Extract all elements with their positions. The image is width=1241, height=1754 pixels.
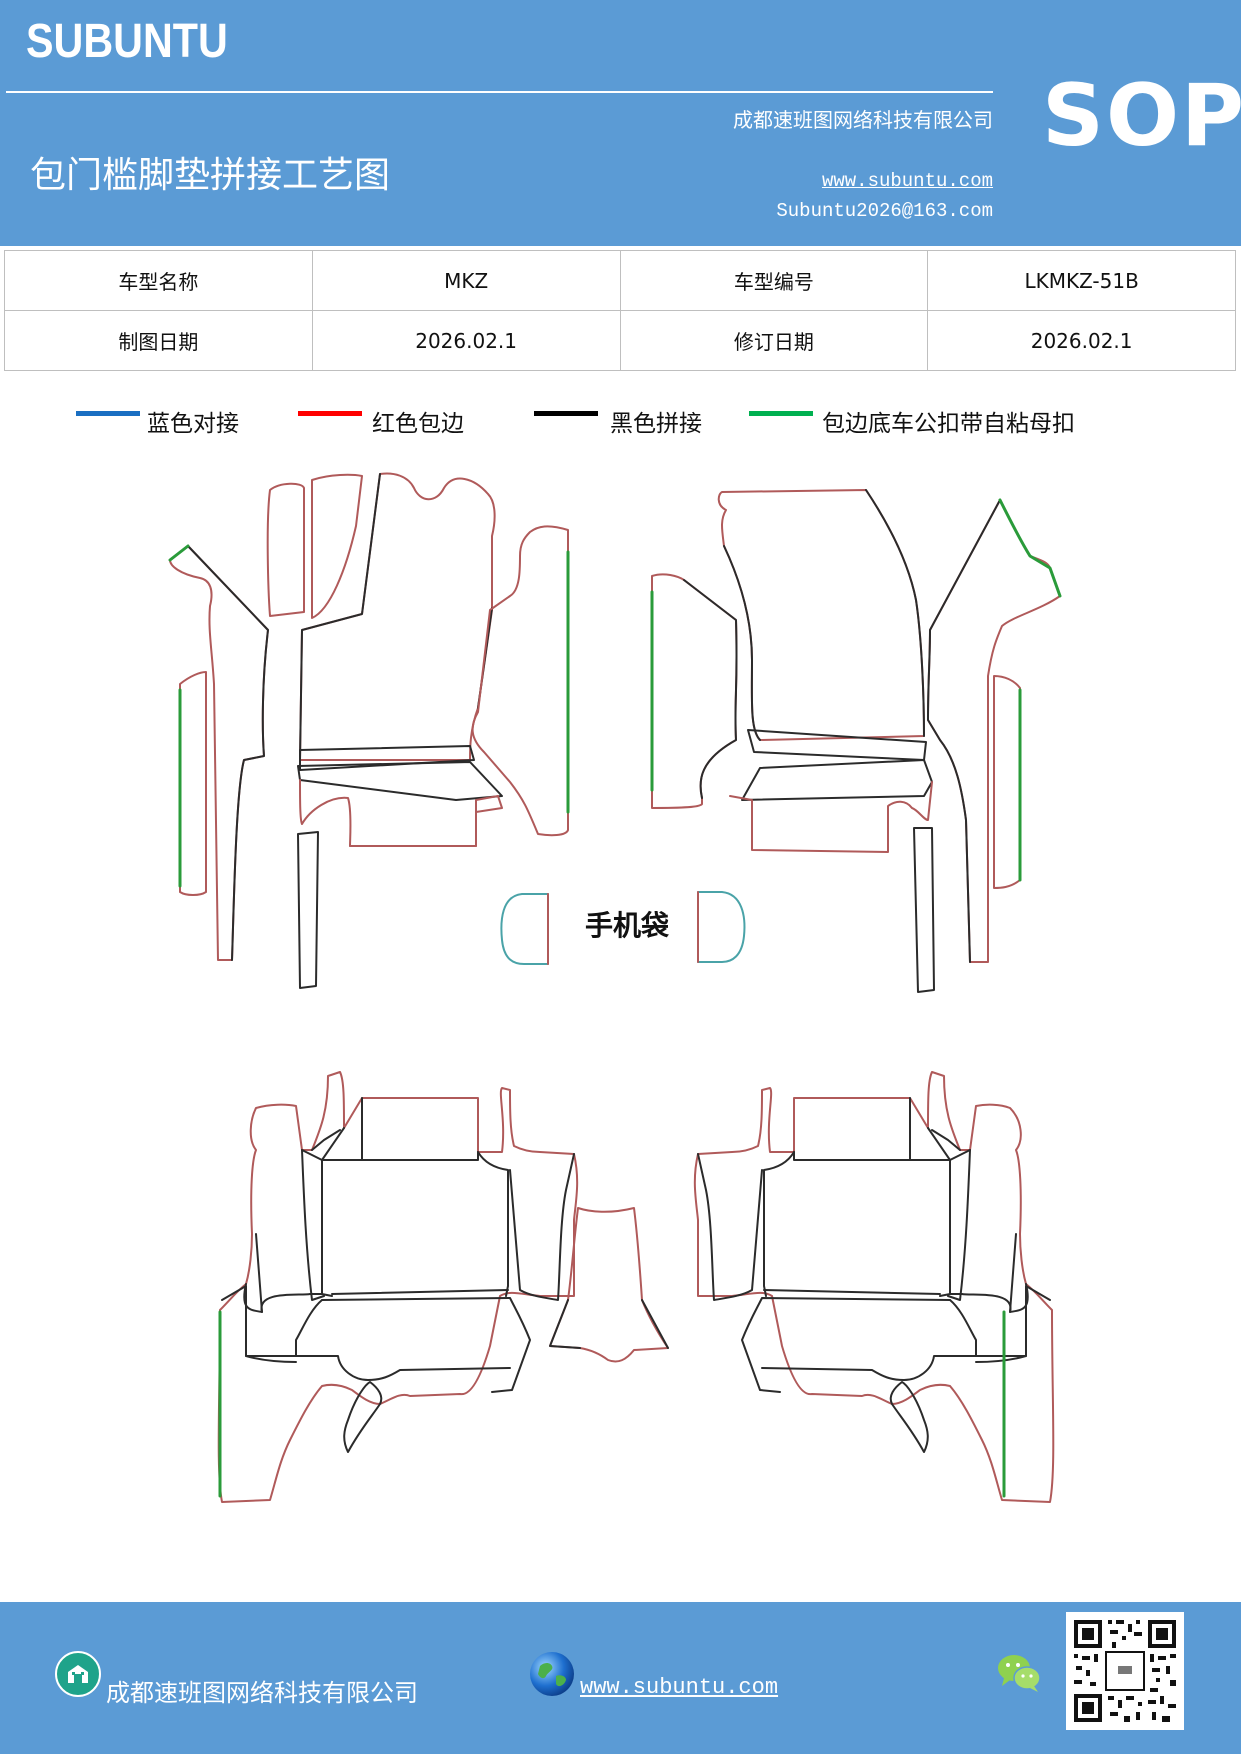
building-icon — [55, 1651, 101, 1697]
wechat-icon — [998, 1655, 1041, 1692]
legend-swatch-black — [534, 411, 598, 416]
rear-right-mat — [693, 1071, 1055, 1503]
model-code-label: 车型编号 — [619, 250, 929, 311]
header-website-link[interactable]: www.subuntu.com — [821, 170, 993, 192]
info-table: 车型名称 MKZ 车型编号 LKMKZ-51B 制图日期 2026.02.1 修… — [4, 250, 1236, 371]
draw-date-label: 制图日期 — [4, 310, 313, 371]
footer-website-link[interactable]: www.subuntu.com — [580, 1675, 779, 1700]
header-email: Subuntu2026@163.com — [776, 200, 993, 222]
draw-date-value: 2026.02.1 — [311, 310, 621, 371]
revise-date-value: 2026.02.1 — [927, 310, 1236, 371]
qr-code — [1066, 1612, 1184, 1730]
phone-bag-left — [500, 893, 549, 965]
legend-label-green: 包边底车公扣带自粘母扣 — [822, 411, 1075, 437]
globe-icon — [530, 1652, 574, 1696]
center-tunnel-mat — [549, 1207, 669, 1363]
header-company: 成都速班图网络科技有限公司 — [733, 108, 993, 132]
legend-swatch-blue — [76, 411, 140, 416]
brand-logo: SUBUNTU — [26, 15, 228, 68]
header-divider — [6, 91, 993, 93]
footer-company: 成都速班图网络科技有限公司 — [106, 1679, 418, 1707]
model-name-label: 车型名称 — [4, 250, 313, 311]
table-row: 车型名称 MKZ 车型编号 LKMKZ-51B — [4, 250, 1236, 311]
legend-label-blue: 蓝色对接 — [147, 411, 239, 437]
legend-label-red: 红色包边 — [372, 411, 464, 437]
phone-bag-label: 手机袋 — [585, 909, 670, 942]
legend-swatch-green — [749, 411, 813, 416]
model-name-value: MKZ — [311, 250, 621, 311]
revise-date-label: 修订日期 — [619, 310, 929, 371]
legend-swatch-red — [298, 411, 362, 416]
page-title: 包门槛脚垫拼接工艺图 — [30, 155, 391, 196]
floor-mat-diagram: 手机袋 — [168, 472, 1062, 1503]
legend-label-black: 黑色拼接 — [610, 411, 702, 437]
front-right-mat — [650, 489, 1062, 993]
model-code-value: LKMKZ-51B — [927, 250, 1236, 311]
header-banner — [0, 0, 1241, 246]
rear-left-mat — [217, 1071, 579, 1503]
front-left-mat — [168, 472, 570, 989]
sop-badge: SOP — [1042, 66, 1241, 166]
table-row: 制图日期 2026.02.1 修订日期 2026.02.1 — [4, 310, 1236, 371]
phone-bag-right — [697, 891, 746, 963]
